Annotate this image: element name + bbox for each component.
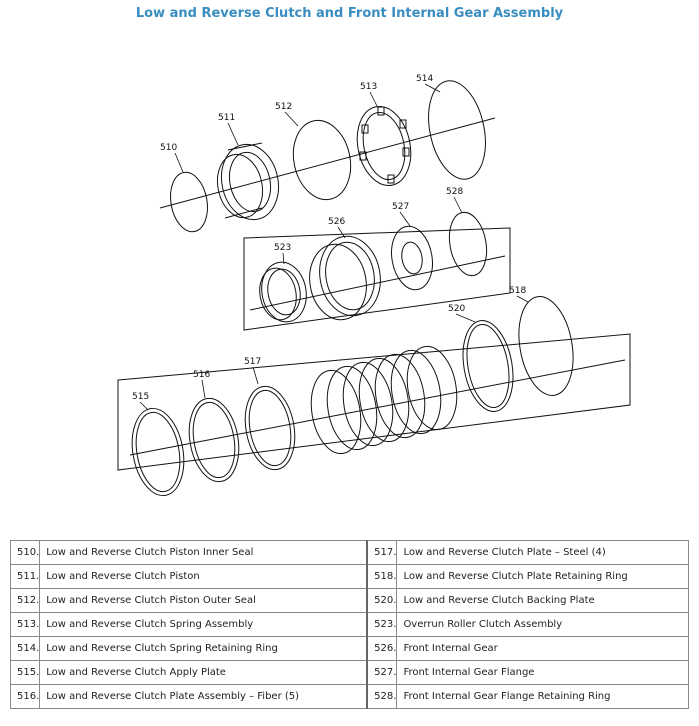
legend-label: Low and Reverse Clutch Piston Inner Seal (39, 540, 368, 565)
exploded-view-diagram: 510 511 512 513 514 523 526 527 528 515 … (117, 74, 631, 497)
table-row: 510. Low and Reverse Clutch Piston Inner… (9, 540, 689, 565)
callout-513: 513 (360, 82, 377, 92)
page-title: Low and Reverse Clutch and Front Interna… (135, 6, 564, 21)
callout-528: 528 (446, 187, 463, 197)
callout-518: 518 (509, 286, 526, 296)
callout-520: 520 (448, 304, 465, 314)
legend-num: 523. (366, 612, 398, 637)
part-517-steel-plate (244, 385, 296, 471)
part-513-spring-assembly (356, 106, 412, 186)
callout-527: 527 (392, 202, 409, 212)
part-515-apply-plate (131, 407, 185, 497)
legend-num: 512. (9, 588, 41, 613)
table-row: 512. Low and Reverse Clutch Piston Outer… (9, 588, 689, 613)
legend-label: Low and Reverse Clutch Plate Retaining R… (396, 564, 689, 589)
legend-label: Low and Reverse Clutch Spring Assembly (39, 612, 368, 637)
legend-label: Low and Reverse Clutch Apply Plate (39, 660, 368, 685)
legend-label: Front Internal Gear Flange (396, 660, 689, 685)
legend-num: 511. (9, 564, 41, 589)
clutch-plate-pack (310, 345, 458, 455)
legend-label: Low and Reverse Clutch Backing Plate (396, 588, 689, 613)
callout-516: 516 (193, 370, 210, 380)
part-526-front-internal-gear (309, 235, 381, 321)
legend-num: 516. (9, 684, 41, 709)
callout-517: 517 (244, 357, 261, 367)
part-510-inner-seal (170, 171, 208, 233)
callout-514: 514 (416, 74, 433, 84)
middle-group-outline (243, 227, 511, 331)
part-523-roller-clutch (259, 261, 307, 323)
table-row: 514. Low and Reverse Clutch Spring Retai… (9, 636, 689, 661)
legend-num: 515. (9, 660, 41, 685)
legend-label: Overrun Roller Clutch Assembly (396, 612, 689, 637)
callout-526: 526 (328, 217, 345, 227)
callout-511: 511 (218, 113, 235, 123)
legend-num: 528. (366, 684, 398, 709)
legend-label: Front Internal Gear Flange Retaining Rin… (396, 684, 689, 709)
part-528-flange-ring (448, 211, 488, 277)
legend-label: Low and Reverse Clutch Plate Assembly – … (39, 684, 368, 709)
part-527-gear-flange (391, 225, 433, 291)
legend-num: 510. (9, 540, 41, 565)
callout-515: 515 (132, 392, 149, 402)
part-516-fiber-plate (188, 397, 240, 483)
legend-num: 526. (366, 636, 398, 661)
part-511-piston (216, 142, 280, 221)
table-row: 516. Low and Reverse Clutch Plate Assemb… (9, 684, 689, 709)
table-row: 513. Low and Reverse Clutch Spring Assem… (9, 612, 689, 637)
legend-label: Front Internal Gear (396, 636, 689, 661)
callout-512: 512 (275, 102, 292, 112)
part-512-outer-seal (292, 119, 352, 201)
part-514-retaining-ring (428, 80, 486, 180)
legend-num: 514. (9, 636, 41, 661)
part-520-backing-plate (462, 320, 514, 412)
legend-label: Low and Reverse Clutch Piston (39, 564, 368, 589)
part-518-retaining-ring (518, 296, 574, 396)
legend-num: 518. (366, 564, 398, 589)
table-row: 515. Low and Reverse Clutch Apply Plate … (9, 660, 689, 685)
callout-523: 523 (274, 243, 291, 253)
legend-num: 520. (366, 588, 398, 613)
callout-510: 510 (160, 143, 177, 153)
table-row: 511. Low and Reverse Clutch Piston 518. … (9, 564, 689, 589)
legend-label: Low and Reverse Clutch Plate – Steel (4) (396, 540, 689, 565)
legend-num: 513. (9, 612, 41, 637)
callout-labels: 510 511 512 513 514 523 526 527 528 515 … (132, 74, 526, 402)
legend-label: Low and Reverse Clutch Spring Retaining … (39, 636, 368, 661)
legend-label: Low and Reverse Clutch Piston Outer Seal (39, 588, 368, 613)
upper-center-line (159, 117, 496, 209)
middle-center-line (249, 255, 506, 311)
legend-num: 527. (366, 660, 398, 685)
legend-num: 517. (366, 540, 398, 565)
parts-legend-table: 510. Low and Reverse Clutch Piston Inner… (9, 540, 689, 709)
lower-group-outline (117, 333, 631, 471)
